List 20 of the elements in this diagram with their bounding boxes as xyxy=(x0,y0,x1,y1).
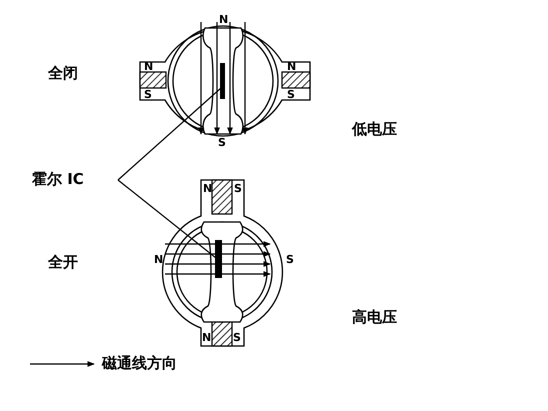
state-label: 全闭 xyxy=(48,66,78,81)
state-label: 全开 xyxy=(48,255,78,270)
callout-label: 霍尔 IC xyxy=(32,172,84,187)
leader-line xyxy=(118,180,216,258)
legend-label: 磁通线方向 xyxy=(102,356,177,371)
state-label: 低电压 xyxy=(352,122,397,137)
pole-letter: S xyxy=(233,332,241,343)
pole-letter: N xyxy=(202,332,212,343)
leader-line xyxy=(118,88,222,180)
pole-letter: N xyxy=(203,183,212,194)
pole-letter: S xyxy=(287,89,295,100)
pole-letter: S xyxy=(144,89,152,100)
pole-letter: S xyxy=(218,137,226,148)
pole-letter: N xyxy=(154,254,164,265)
hall-element xyxy=(215,240,222,278)
state-label: 高电压 xyxy=(352,310,397,325)
pole-letter: S xyxy=(234,183,242,194)
pole-letter: S xyxy=(286,254,294,265)
hall-element xyxy=(220,63,225,99)
pole-letter: N xyxy=(219,14,228,25)
